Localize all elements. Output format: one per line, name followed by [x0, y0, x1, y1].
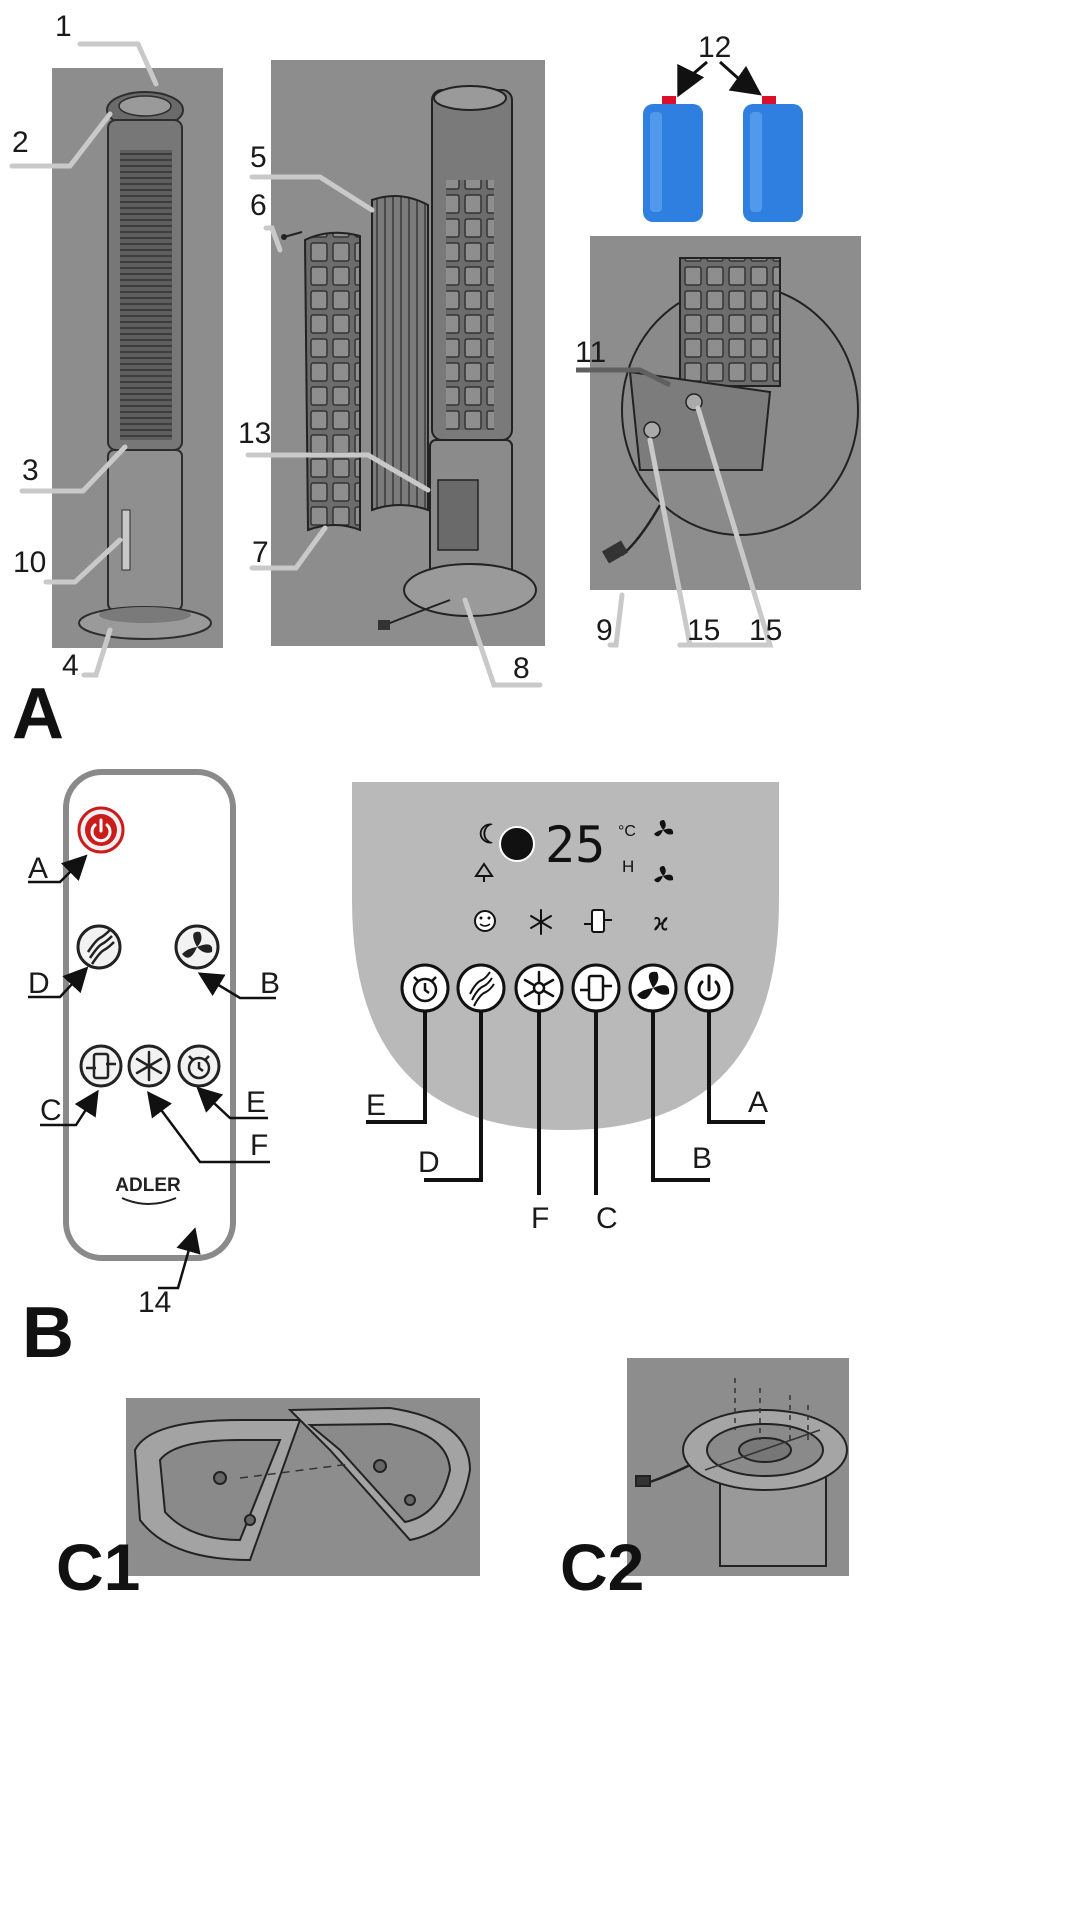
remote-label-f: F [250, 1129, 268, 1162]
base-assembled-illustration [635, 1378, 848, 1567]
callout-9: 9 [596, 614, 613, 647]
fan-icon [637, 971, 670, 1000]
section-c2-letter: C2 [560, 1530, 644, 1604]
callout-7: 7 [252, 536, 269, 569]
section-a-letter: A [12, 674, 64, 754]
wind-mode-icon [469, 971, 495, 1007]
display-unit-celsius: °C [618, 823, 636, 840]
callout-10: 10 [13, 546, 46, 579]
remote-label-b: B [260, 967, 280, 1000]
swing-indicator-icon [584, 909, 612, 933]
fan-speed-mid-icon [654, 866, 674, 883]
fan-speed-high-icon [654, 820, 674, 837]
remote-callout-14: 14 [138, 1286, 171, 1319]
callout-line-11 [576, 367, 672, 388]
callout-13: 13 [238, 417, 271, 450]
remote-label-e: E [246, 1086, 266, 1119]
display-temperature: 25 [545, 816, 605, 874]
remote-swing-button[interactable] [79, 1044, 123, 1088]
callout-4: 4 [62, 649, 79, 682]
callout-11: 11 [575, 336, 606, 369]
fan-icon [182, 931, 213, 958]
wind-mode-icon [86, 929, 115, 965]
panel-label-lines [366, 1011, 765, 1195]
callout-1: 1 [55, 10, 72, 43]
panel-label-a: A [748, 1086, 768, 1119]
display-unit-hours: H [622, 857, 634, 876]
snowflake-icon [135, 1050, 163, 1082]
swing-icon [86, 1052, 116, 1080]
panel-label-c: C [596, 1202, 618, 1235]
section-b-letter: B [22, 1293, 74, 1373]
section-c1-letter: C1 [56, 1530, 140, 1604]
section-b: ADLER A D B C E F 14 ☾ 25 °C H [22, 769, 779, 1373]
tree-icon [474, 862, 494, 882]
snowflake-indicator-icon [530, 909, 552, 935]
panel-cooling-button[interactable] [514, 963, 564, 1013]
panel-timer-button[interactable] [400, 963, 450, 1013]
tower-front-illustration [78, 91, 212, 640]
section-c: C1 C2 [56, 1358, 849, 1604]
ice-bottle-left [643, 96, 703, 222]
remote-label-c: C [40, 1094, 62, 1127]
swing-icon [580, 974, 612, 1002]
remote-label-lines [28, 854, 276, 1290]
alarm-clock-icon [412, 976, 438, 1003]
power-icon [697, 974, 721, 1001]
display-dot-icon [499, 826, 535, 862]
section-a: 1 2 3 4 5 6 7 8 9 10 11 12 13 15 15 A [9, 10, 861, 754]
panel-label-f: F [531, 1202, 549, 1235]
ice-bottles [643, 60, 803, 222]
callout-6: 6 [250, 189, 267, 222]
callout-12: 12 [698, 31, 731, 64]
remote-label-a: A [28, 852, 48, 885]
base-halves-illustration [133, 1406, 472, 1562]
callout-2: 2 [12, 126, 29, 159]
remote-label-d: D [28, 967, 50, 1000]
smile-icon [474, 910, 496, 932]
panel-label-b: B [692, 1142, 712, 1175]
panel-display: ☾ 25 °C H ϰ [474, 816, 674, 936]
panel-mode-button[interactable] [456, 963, 506, 1013]
remote-brand-logo: ADLER [115, 1175, 181, 1205]
fan-speed-low-icon: ϰ [653, 908, 669, 936]
sleep-moon-icon: ☾ [478, 819, 501, 849]
alarm-clock-icon [187, 1055, 211, 1080]
remote-cooling-button[interactable] [127, 1044, 171, 1088]
callout-15b: 15 [749, 614, 782, 647]
brand-text: ADLER [115, 1175, 181, 1196]
callout-15a: 15 [687, 614, 720, 647]
callout-3: 3 [22, 454, 39, 487]
remote-mode-button[interactable] [76, 924, 122, 970]
remote-body [63, 769, 236, 1261]
ice-bottle-right [743, 96, 803, 222]
callout-lines [9, 41, 774, 688]
snowflake-icon [523, 970, 555, 1006]
remote-power-button[interactable] [77, 806, 125, 854]
panel-label-d: D [418, 1146, 440, 1179]
panel-fan-speed-button[interactable] [628, 963, 678, 1013]
remote-fan-speed-button[interactable] [174, 924, 220, 970]
panel-power-button[interactable] [684, 963, 734, 1013]
callout-5: 5 [250, 141, 267, 174]
callout-8: 8 [513, 652, 530, 685]
panel-swing-button[interactable] [571, 963, 621, 1013]
power-icon [90, 818, 112, 843]
control-panel-body [352, 782, 779, 1130]
panel-label-e: E [366, 1089, 386, 1122]
remote-timer-button[interactable] [177, 1044, 221, 1088]
